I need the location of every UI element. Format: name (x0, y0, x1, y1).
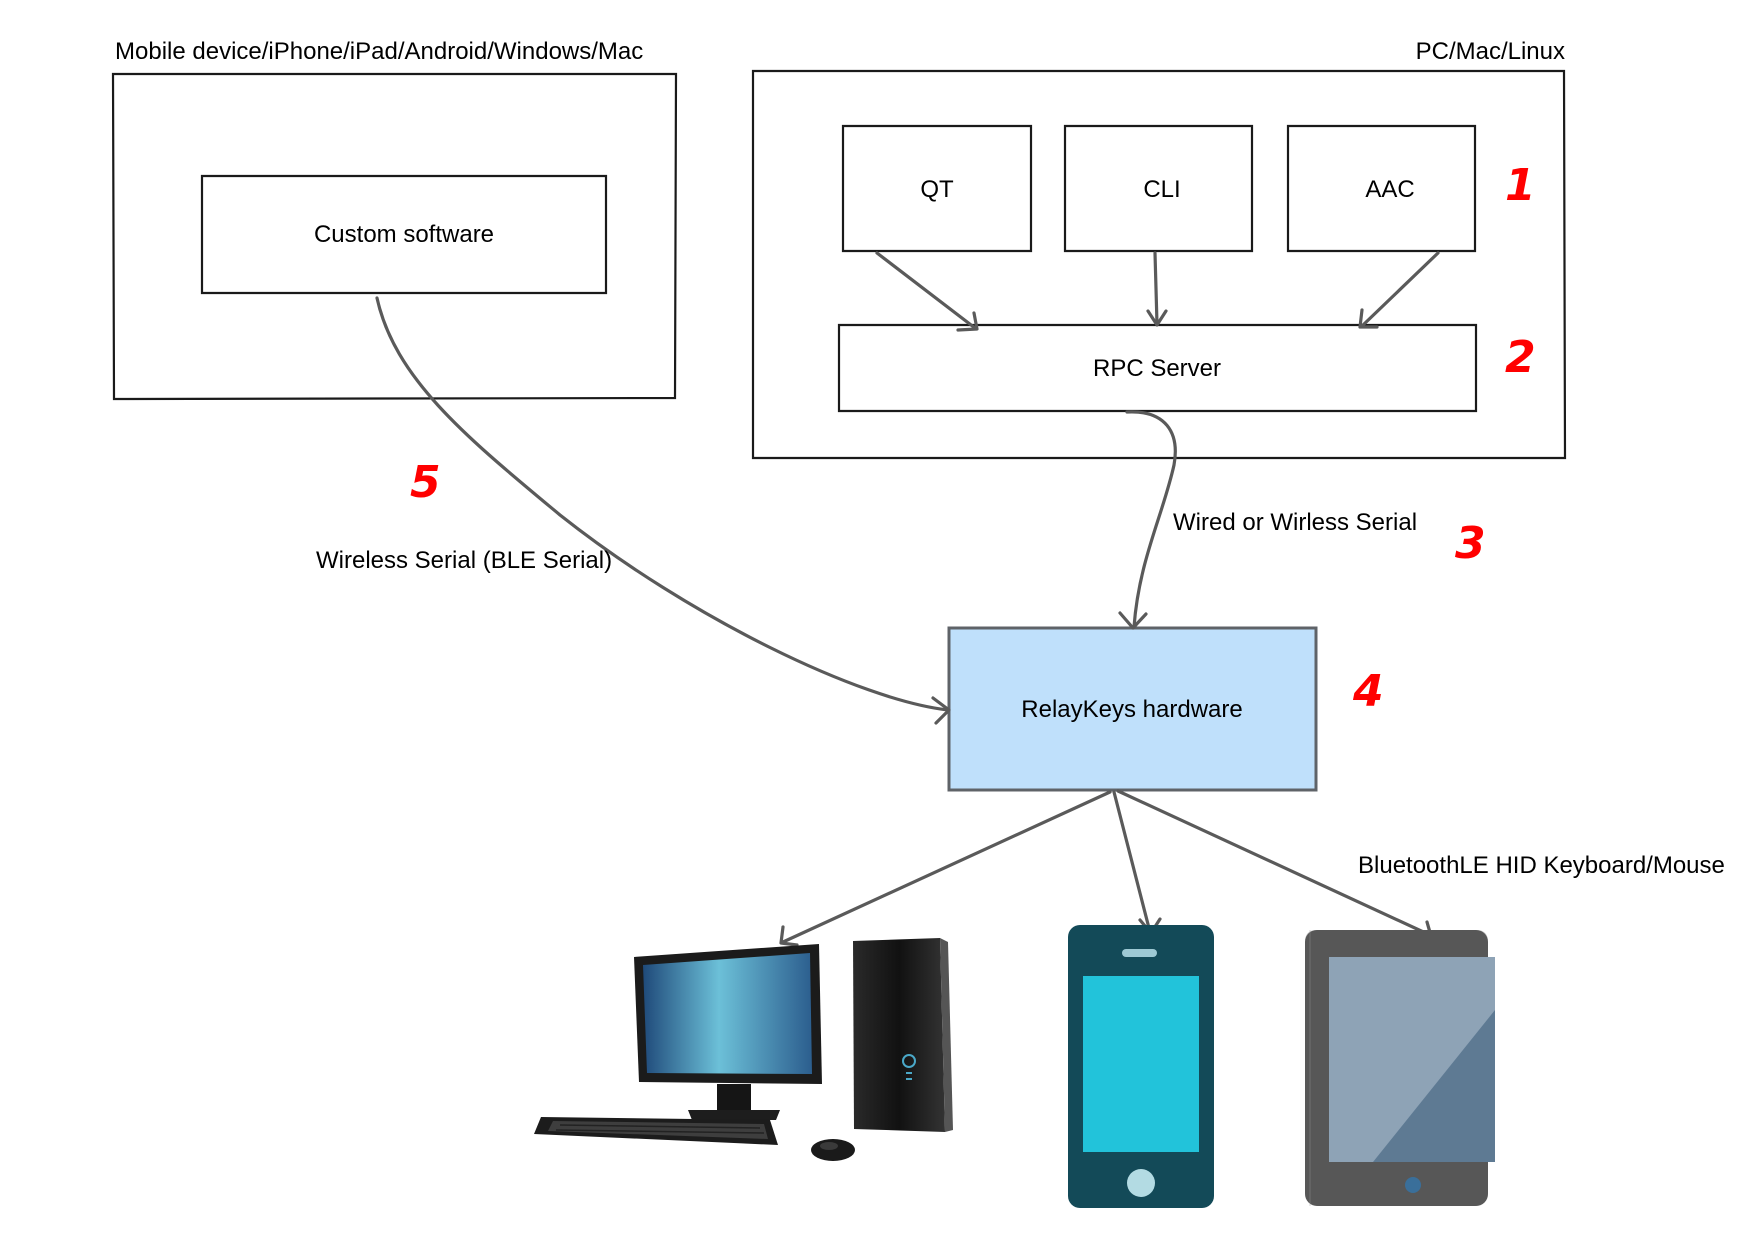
rpc-server-node: RPC Server (837, 323, 1478, 413)
custom-software-node: Custom software (200, 174, 608, 295)
cli-label: CLI (1143, 176, 1180, 203)
step-marker-1: 1 (1505, 160, 1536, 211)
software-to-relaykeys-connector (375, 296, 950, 712)
step-marker-4: 4 (1352, 666, 1384, 717)
wired-or-wireless-serial-label: Wired or Wirless Serial (1173, 509, 1417, 536)
connectors (375, 251, 1440, 947)
step-marker-2: 2 (1505, 332, 1536, 383)
qt-label: QT (920, 176, 954, 203)
relaykeys-to-phone-connector (1112, 790, 1152, 934)
qt-to-rpc-connector (875, 251, 977, 330)
relaykeys-to-desktop-arrowhead (779, 925, 799, 947)
aac-node: AAC (1286, 124, 1477, 253)
aac-to-rpc-arrowhead (1358, 308, 1379, 329)
rpc-to-relaykeys-arrowhead (1118, 611, 1148, 630)
step-marker-5: 5 (410, 457, 441, 508)
wireless-serial-ble-label: Wireless Serial (BLE Serial) (316, 547, 612, 574)
cli-to-rpc-arrowhead (1146, 309, 1168, 327)
relaykeys-hardware-label: RelayKeys hardware (1021, 696, 1242, 723)
pc-group-title: PC/Mac/Linux (1416, 38, 1565, 65)
qt-node: QT (841, 124, 1033, 253)
bluetooth-hid-label: BluetoothLE HID Keyboard/Mouse (1358, 852, 1725, 879)
cli-to-rpc-connector (1153, 251, 1159, 326)
mobile-group-title: Mobile device/iPhone/iPad/Android/Window… (115, 38, 643, 65)
relaykeys-to-tablet-connector (1116, 789, 1432, 937)
cli-node: CLI (1063, 124, 1254, 253)
smartphone-icon (1068, 925, 1214, 1208)
rpc-server-label: RPC Server (1093, 355, 1221, 382)
aac-to-rpc-connector (1360, 251, 1440, 328)
relaykeys-to-desktop-connector (781, 790, 1112, 944)
tablet-icon (1305, 930, 1495, 1206)
software-to-relaykeys-arrowhead (931, 696, 951, 725)
step-marker-3: 3 (1455, 518, 1486, 569)
qt-to-rpc-arrowhead (956, 311, 979, 332)
aac-label: AAC (1365, 176, 1414, 203)
relaykeys-hardware-box (947, 626, 1318, 792)
custom-software-label: Custom software (314, 221, 494, 248)
relaykeys-hardware-node: RelayKeys hardware (947, 626, 1318, 792)
rpc-to-relaykeys-connector (1125, 410, 1177, 629)
desktop-computer-icon (534, 938, 953, 1161)
